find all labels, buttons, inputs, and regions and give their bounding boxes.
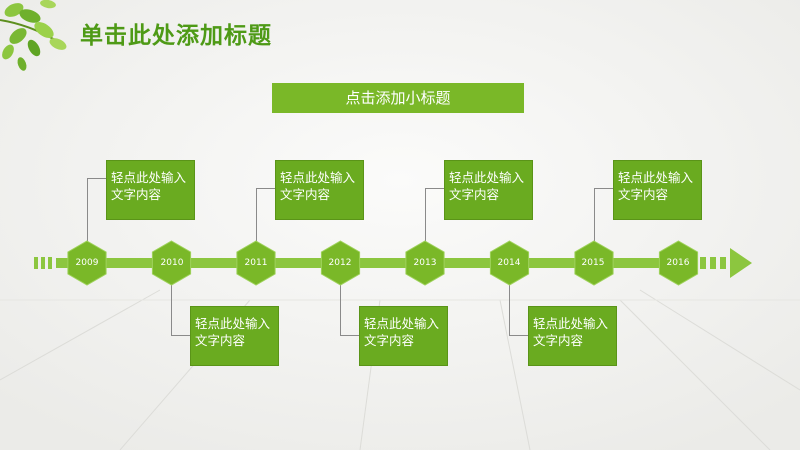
connector-top-3-h: [425, 188, 445, 189]
year-node-hexagon: [67, 240, 107, 286]
connector-bottom-3: [509, 285, 510, 335]
page-title: 单击此处添加标题: [80, 23, 272, 49]
connector-bottom-2-h: [340, 335, 359, 336]
connector-top-4-h: [594, 188, 614, 189]
year-node-hexagon: [658, 240, 699, 286]
year-label: 2012: [328, 258, 352, 268]
box-line-2: 文字内容: [449, 187, 500, 202]
top-box-4[interactable]: 轻点此处输入 文字内容: [613, 160, 702, 220]
axis-bar: [56, 258, 696, 268]
box-line-1: 轻点此处输入: [111, 170, 187, 185]
arrow-right-icon: [730, 248, 752, 278]
box-line-2: 文字内容: [364, 333, 415, 348]
year-label: 2013: [413, 258, 437, 268]
year-label: 2016: [666, 258, 690, 268]
year-label: 2015: [581, 258, 605, 268]
connector-top-3: [425, 188, 426, 242]
axis-end-dashes: [700, 257, 726, 269]
box-line-1: 轻点此处输入: [449, 170, 525, 185]
year-node-hexagon: [320, 240, 361, 286]
connector-top-2-h: [256, 188, 276, 189]
connector-bottom-3-h: [509, 335, 528, 336]
top-box-3[interactable]: 轻点此处输入 文字内容: [444, 160, 533, 220]
bottom-box-2[interactable]: 轻点此处输入 文字内容: [359, 306, 448, 366]
bottom-box-1[interactable]: 轻点此处输入 文字内容: [190, 306, 279, 366]
top-box-2[interactable]: 轻点此处输入 文字内容: [275, 160, 364, 220]
connector-bottom-1-h: [171, 335, 190, 336]
box-line-1: 轻点此处输入: [364, 316, 440, 331]
year-label: 2009: [75, 258, 99, 268]
connector-top-4: [594, 188, 595, 242]
box-line-1: 轻点此处输入: [280, 170, 356, 185]
year-node-hexagon: [574, 240, 614, 286]
subtitle-bar: 点击添加小标题: [272, 83, 524, 113]
connector-top-2: [256, 188, 257, 242]
bottom-box-3[interactable]: 轻点此处输入 文字内容: [528, 306, 617, 366]
connector-bottom-1: [171, 285, 172, 335]
floor-lines: [0, 289, 800, 450]
connector-bottom-2: [340, 285, 341, 335]
box-line-1: 轻点此处输入: [618, 170, 694, 185]
year-node-hexagon: [236, 240, 276, 286]
box-line-2: 文字内容: [533, 333, 584, 348]
year-node-hexagon: [151, 240, 192, 286]
axis-start-dashes: [34, 257, 52, 269]
year-label: 2010: [160, 258, 184, 268]
box-line-1: 轻点此处输入: [533, 316, 609, 331]
top-box-1[interactable]: 轻点此处输入 文字内容: [106, 160, 195, 220]
year-node-hexagon: [489, 240, 530, 286]
year-node-hexagon: [405, 240, 445, 286]
box-line-2: 文字内容: [111, 187, 162, 202]
year-label: 2011: [244, 258, 268, 268]
box-line-2: 文字内容: [195, 333, 246, 348]
leaf-branch-icon: [0, 0, 67, 71]
connector-top-1-h: [87, 178, 106, 179]
box-line-2: 文字内容: [618, 187, 669, 202]
box-line-2: 文字内容: [280, 187, 331, 202]
year-label: 2014: [497, 258, 521, 268]
connector-top-1: [87, 178, 88, 242]
box-line-1: 轻点此处输入: [195, 316, 271, 331]
